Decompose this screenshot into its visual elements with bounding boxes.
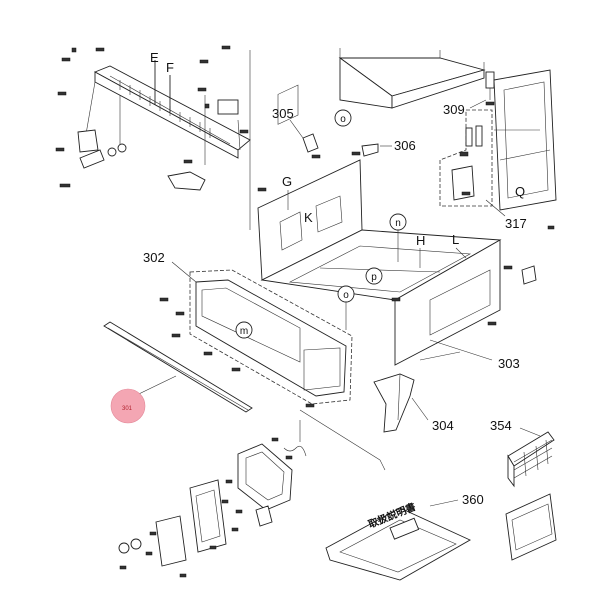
callout-306: 306 <box>394 138 416 153</box>
rack-354: 354 <box>490 418 557 561</box>
callout-360: 360 <box>462 492 484 507</box>
circled-p-label: p <box>371 272 377 283</box>
callout-301: 301 <box>122 406 133 412</box>
rail-bar-301: 301 <box>103 321 253 424</box>
letter-l: L <box>452 232 459 247</box>
letter-h: H <box>416 233 425 248</box>
hinge-group-309-317: 309 317 <box>439 71 527 231</box>
manual-360: 取扱説明書 360 <box>325 492 484 581</box>
callout-304: 304 <box>432 418 454 433</box>
callout-317: 317 <box>505 216 527 231</box>
callout-354: 354 <box>490 418 512 433</box>
callout-309: 309 <box>443 102 465 117</box>
callout-302: 302 <box>143 250 165 265</box>
bracket-304: 304 <box>373 351 461 433</box>
part-306: 306 <box>361 138 416 157</box>
letter-f: F <box>166 60 174 75</box>
top-drawer-box: o <box>334 48 486 127</box>
control-box-assembly <box>118 420 307 578</box>
circled-o-top <box>334 109 352 127</box>
rail-assembly-ef: E F <box>55 45 251 191</box>
circled-m <box>235 321 253 339</box>
circled-o-top-label: o <box>340 114 346 125</box>
circled-o-mid-label: o <box>343 290 349 301</box>
main-chassis: G K L H n p o <box>159 84 537 408</box>
letter-g: G <box>282 174 292 189</box>
callout-303: 303 <box>498 356 520 371</box>
circled-p <box>365 267 383 285</box>
part-305: 305 <box>272 106 321 159</box>
front-panel-302: m 302 <box>143 250 353 405</box>
letter-k: K <box>304 210 313 225</box>
right-frame-q: Q <box>493 69 557 230</box>
circled-m-label: m <box>240 326 248 337</box>
callout-305: 305 <box>272 106 294 121</box>
letter-e: E <box>150 50 159 65</box>
circled-n-label: n <box>395 218 401 229</box>
highlight-marker-301 <box>110 388 146 424</box>
letter-q: Q <box>515 184 525 199</box>
